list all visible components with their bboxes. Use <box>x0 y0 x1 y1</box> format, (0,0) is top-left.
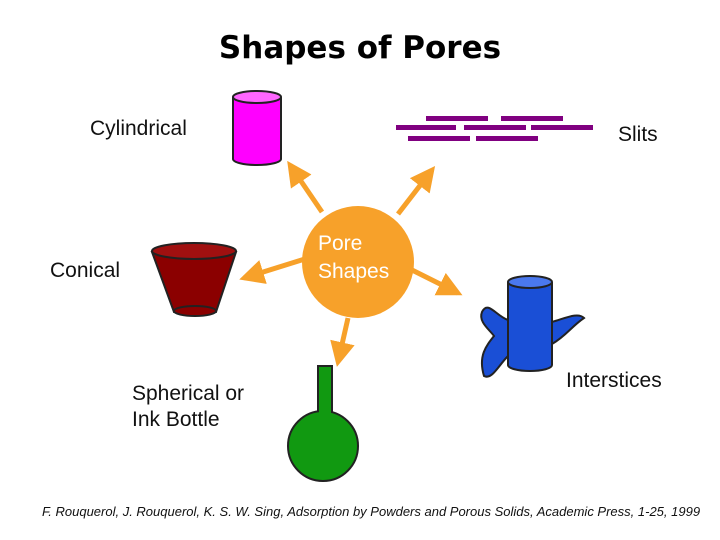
center-label-line1: Pore <box>318 232 363 255</box>
slide-title: Shapes of Pores <box>218 30 502 66</box>
label-spherical: Spherical or Ink Bottle <box>132 381 244 433</box>
arrow-to-interstices <box>410 267 463 296</box>
label-conical: Conical <box>50 259 121 282</box>
cone-icon <box>150 242 238 317</box>
label-spherical-line1: Spherical or <box>132 382 245 405</box>
interstices-icon <box>480 275 586 378</box>
arrow-to-ink-bottle <box>330 317 355 367</box>
ink-bottle-icon <box>287 365 359 482</box>
citation: F. Rouquerol, J. Rouquerol, K. S. W. Sin… <box>42 504 701 519</box>
label-spherical-line2: Ink Bottle <box>132 408 220 431</box>
center-label: Pore Shapes <box>318 230 389 286</box>
pore-shapes-circle <box>302 206 414 318</box>
arrows <box>239 160 463 367</box>
arrow-to-conical <box>239 255 309 284</box>
slits-icon <box>396 116 593 141</box>
cylinder-icon <box>232 90 282 166</box>
label-cylindrical: Cylindrical <box>90 117 187 140</box>
arrow-to-slits <box>396 166 436 216</box>
arrow-to-cylindrical <box>287 160 325 214</box>
label-interstices: Interstices <box>566 369 662 392</box>
center-label-line2: Shapes <box>318 260 390 283</box>
label-slits: Slits <box>618 123 658 146</box>
